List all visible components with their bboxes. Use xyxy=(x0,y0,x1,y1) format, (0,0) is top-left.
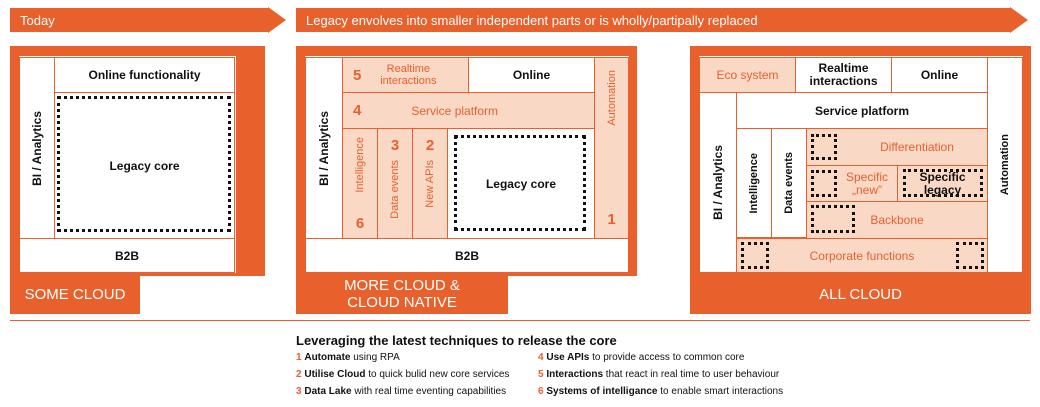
arrow-legacy-label: Legacy envolves into smaller independent… xyxy=(306,12,758,28)
divider-line xyxy=(10,320,1030,321)
p1-legacy-dotted xyxy=(57,96,231,232)
arrow-legacy-head xyxy=(1010,7,1028,33)
p2-online: Online xyxy=(468,57,595,93)
p2-automation: Automation 1 xyxy=(594,57,629,239)
p1-online: Online functionality xyxy=(54,57,235,93)
arrow-legacy: Legacy envolves into smaller independent… xyxy=(296,8,1010,32)
panel-all-cloud-label: ALL CLOUD xyxy=(819,285,902,303)
p3-corp-dotted-left xyxy=(741,242,769,269)
p3-realtime: Realtime interactions xyxy=(795,57,892,93)
legend-item: 3 Data Lake with real time eventing capa… xyxy=(296,386,507,397)
p1-bi: BI / Analytics xyxy=(19,57,55,239)
arrow-today-head xyxy=(268,7,286,33)
legend-item: 4 Use APIs to provide access to common c… xyxy=(538,352,745,363)
p3-speclegacy-dotted xyxy=(903,169,983,197)
legend-item: 6 Systems of intelligance to enable smar… xyxy=(538,386,784,397)
panel-some-cloud-notch xyxy=(140,276,265,314)
p2-legacy-dotted xyxy=(454,135,586,231)
p3-eco: Eco system xyxy=(699,57,796,93)
panel-more-cloud-notch xyxy=(508,276,637,314)
arrow-today-label: Today xyxy=(20,12,55,28)
p3-bi: BI / Analytics xyxy=(699,92,737,273)
p3-corp-dotted-right xyxy=(956,242,984,269)
panel-some-cloud-label: SOME CLOUD xyxy=(24,285,126,303)
p3-automation: Automation xyxy=(987,57,1023,273)
p3-backbone-dotted xyxy=(811,205,855,233)
p3-specnew-dotted xyxy=(811,170,837,197)
p3-intelligence: Intelligence xyxy=(736,128,772,238)
legend-item: 5 Interactions that react in real time t… xyxy=(538,369,780,380)
p1-legacy-core: Legacy core xyxy=(54,92,235,239)
p3-diff-dotted xyxy=(811,134,837,160)
panel-more-cloud-label: MORE CLOUD & CLOUD NATIVE xyxy=(344,277,460,311)
p3-online: Online xyxy=(891,57,988,93)
p1-b2b: B2B xyxy=(19,238,235,273)
p2-service: 4 Service platform xyxy=(342,92,595,129)
p3-data-events: Data events xyxy=(771,128,807,238)
legend-item: 1 Automate using RPA xyxy=(296,352,400,363)
p2-data-events: 3 Data events xyxy=(377,128,413,239)
legend-title: Leveraging the latest techniques to rele… xyxy=(296,333,617,348)
p2-intelligence: Intelligence 6 xyxy=(342,128,378,239)
arrow-today: Today xyxy=(10,8,268,32)
legend-item: 2 Utilise Cloud to quick bulid new core … xyxy=(296,369,510,380)
p2-new-apis: 2 New APIs xyxy=(412,128,448,239)
p3-service: Service platform xyxy=(736,92,988,129)
p2-bi: BI / Analytics xyxy=(305,57,343,239)
p2-b2b: B2B xyxy=(305,238,629,273)
p2-realtime: 5 Realtime interactions xyxy=(342,57,469,93)
p3-corporate: Corporate functions xyxy=(736,238,988,273)
